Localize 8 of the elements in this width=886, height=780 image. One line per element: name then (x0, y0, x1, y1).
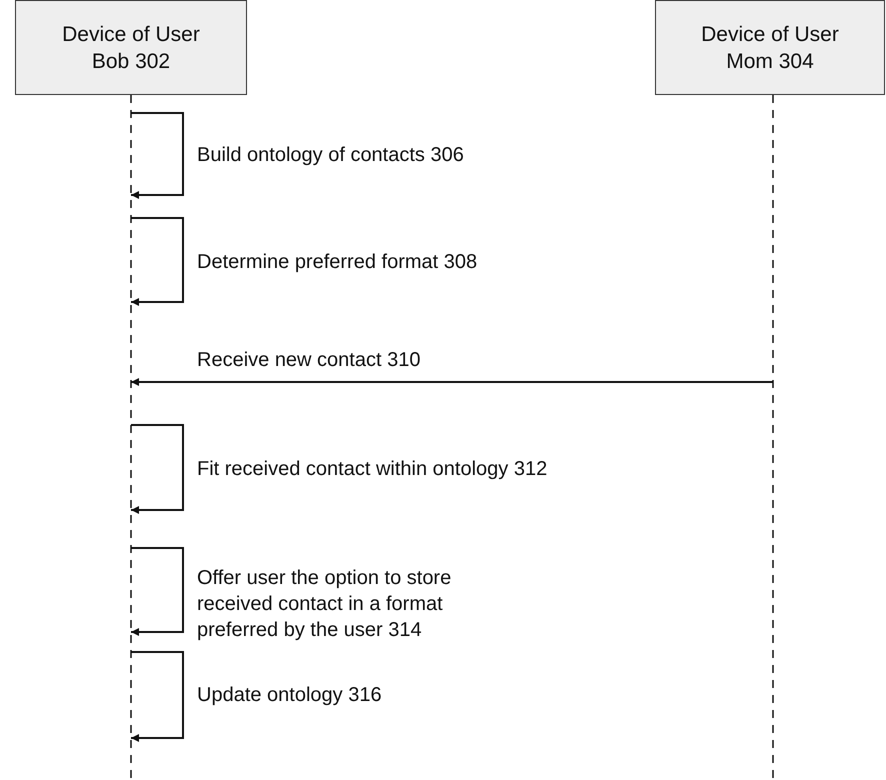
message-arrow (131, 217, 184, 306)
message-arrow (131, 547, 184, 636)
message-arrow (131, 112, 184, 199)
message-arrow (131, 424, 184, 514)
message-arrow (131, 651, 184, 742)
message-arrow (131, 378, 773, 386)
participant-box: Device of User Mom 304 (655, 0, 885, 95)
participant-box: Device of User Bob 302 (15, 0, 247, 95)
